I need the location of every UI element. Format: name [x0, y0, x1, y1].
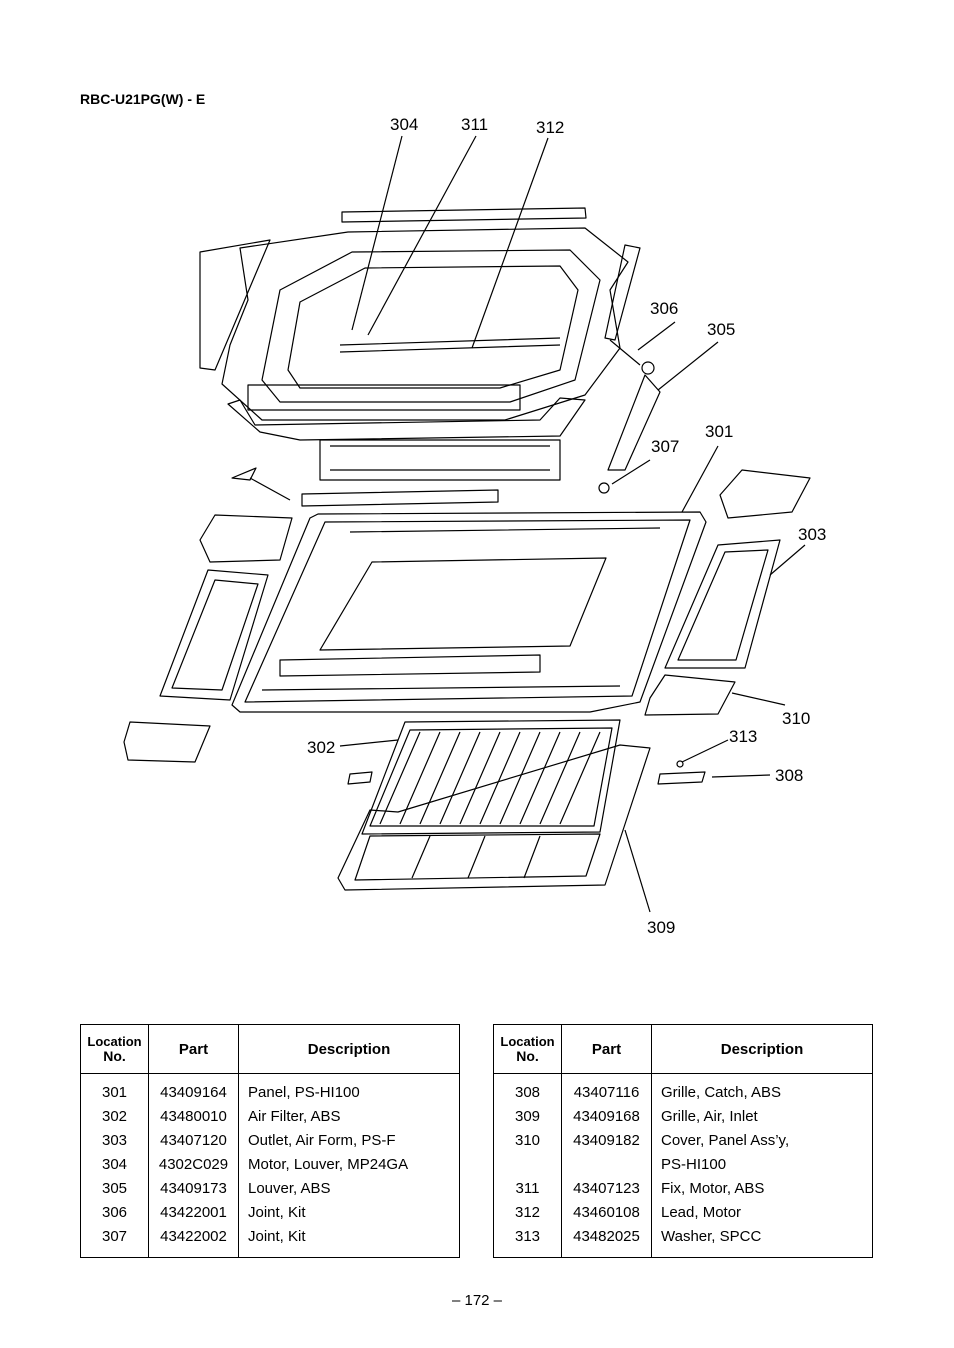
callout-308: 308 [775, 766, 803, 785]
air-outlet-left [159, 569, 269, 701]
callout-311: 311 [461, 115, 488, 134]
callout-302: 302 [307, 738, 335, 757]
callout-312: 312 [536, 118, 564, 137]
callout-310: 310 [782, 709, 810, 728]
top-frame-drawing [199, 207, 641, 507]
callout-307: 307 [651, 437, 679, 456]
corner-cover-bottom-left [123, 721, 211, 763]
corner-cover-bottom-right [644, 674, 736, 716]
corner-cover-top-right [719, 469, 811, 519]
louver-drawing [607, 374, 661, 471]
callout-301: 301 [705, 422, 733, 441]
header-description: Description [651, 1024, 873, 1074]
callout-305: 305 [707, 320, 735, 339]
callout-304: 304 [390, 115, 418, 134]
inlet-grille-drawing [337, 744, 651, 891]
model-title: RBC-U21PG(W) - E [80, 91, 206, 107]
header-part: Part [148, 1024, 239, 1074]
air-outlet-right [664, 539, 781, 669]
header-part: Part [561, 1024, 652, 1074]
callout-313: 313 [729, 727, 757, 746]
page-number: – 172 – [451, 1292, 503, 1309]
callout-309: 309 [647, 918, 675, 937]
corner-cover-left [199, 514, 293, 563]
panel-drawing [231, 511, 707, 713]
exploded-parts-diagram: 304 311 312 306 305 301 307 303 310 313 … [123, 115, 826, 937]
header-description: Description [238, 1024, 460, 1074]
callout-303: 303 [798, 525, 826, 544]
air-filter-drawing [361, 719, 621, 835]
callout-306: 306 [650, 299, 678, 318]
